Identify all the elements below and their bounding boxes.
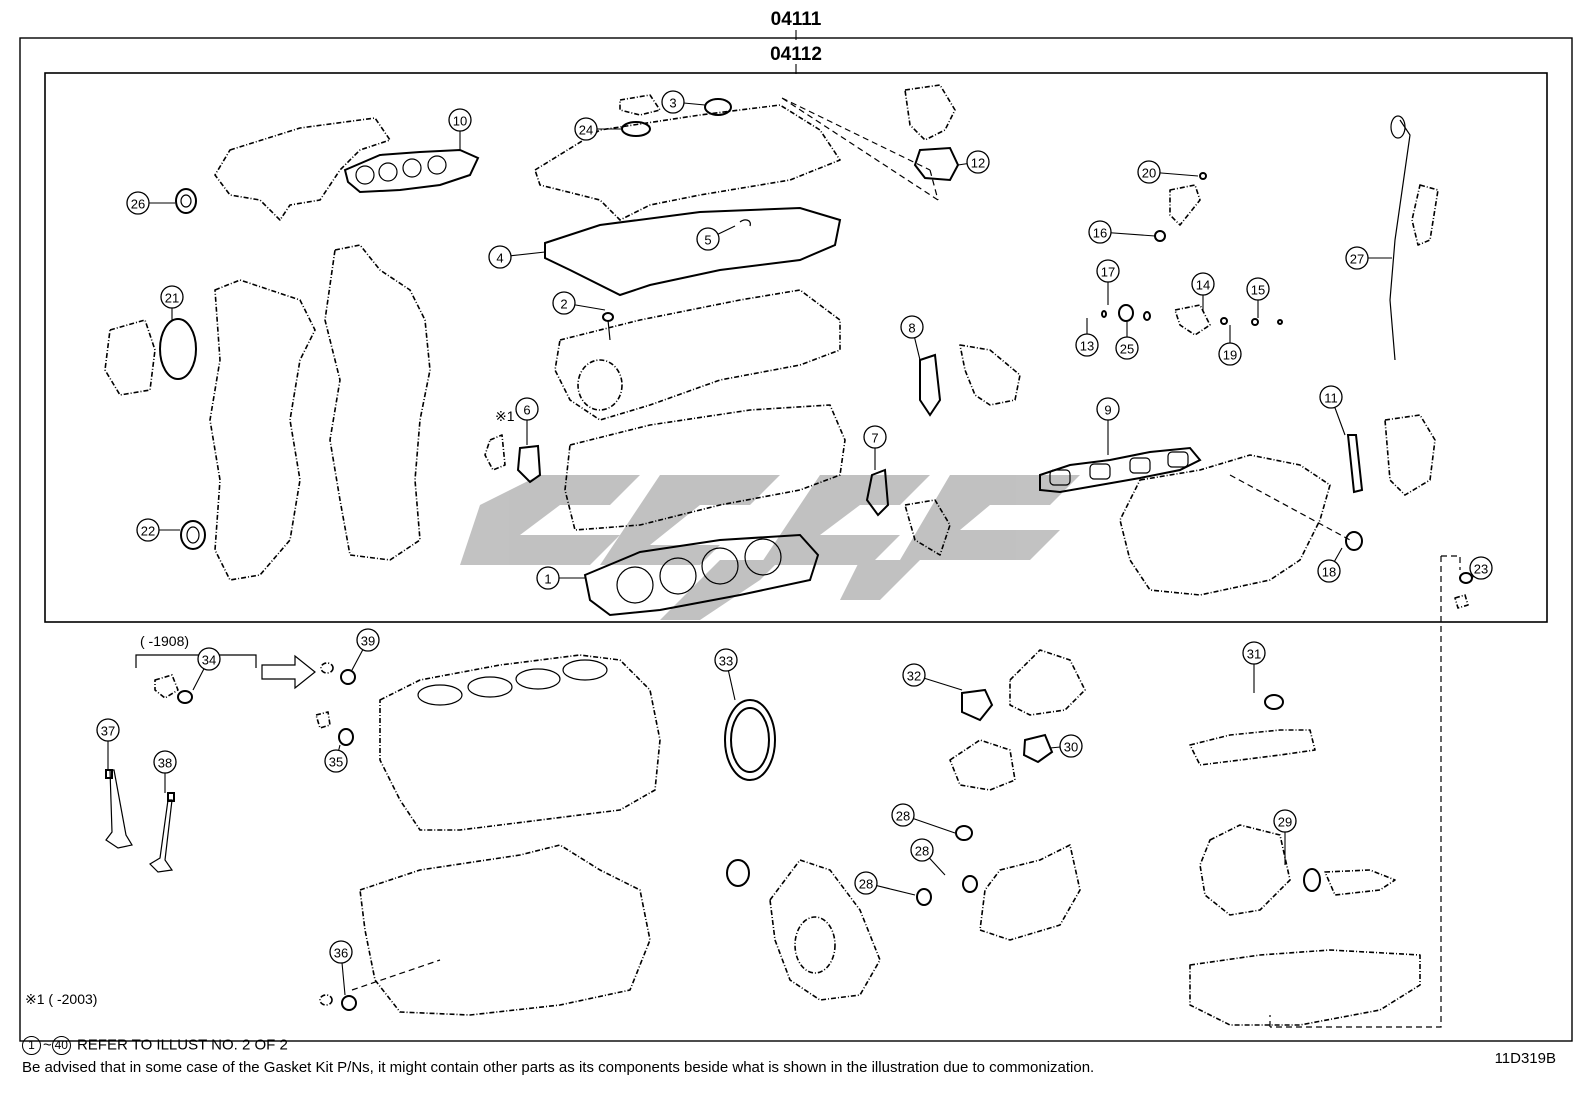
callout-label: 22 <box>141 524 155 539</box>
asterisk-marker: ※1 <box>495 408 515 424</box>
callout-label: 28 <box>896 809 910 824</box>
callout-label: 16 <box>1093 226 1107 241</box>
callout-label: 29 <box>1278 815 1292 830</box>
callout-label: 7 <box>871 431 878 446</box>
callout-label: 37 <box>101 724 115 739</box>
callout-label: 33 <box>719 654 733 669</box>
callout-25: 25 <box>1115 322 1139 360</box>
ref-end-callout: 40 <box>51 1036 71 1055</box>
callout-label: 8 <box>908 321 915 336</box>
callout-33: 33 <box>714 648 738 701</box>
callout-16: 16 <box>1088 220 1156 244</box>
diagram-code: 11D319B <box>1494 1050 1556 1067</box>
callout-28: 28 <box>854 871 916 896</box>
callout-35: 35 <box>324 744 348 773</box>
callout-label: 30 <box>1064 740 1078 755</box>
callout-label: 19 <box>1223 348 1237 363</box>
callout-31: 31 <box>1242 641 1266 693</box>
callout-30: 30 <box>1049 734 1083 758</box>
callout-28: 28 <box>910 838 946 876</box>
callout-17: 17 <box>1096 259 1120 305</box>
callout-label: 6 <box>523 403 530 418</box>
callout-7: 7 <box>863 425 887 470</box>
callout-label: 1 <box>544 572 551 587</box>
callout-label: 4 <box>496 251 503 266</box>
callout-label: 27 <box>1350 252 1364 267</box>
callout-9: 9 <box>1096 397 1120 455</box>
disclaimer-text: Be advised that in some case of the Gask… <box>22 1059 1095 1076</box>
callout-label: 23 <box>1474 562 1488 577</box>
callout-label: 20 <box>1142 166 1156 181</box>
callout-label: 39 <box>361 634 375 649</box>
callout-24: 24 <box>574 117 622 141</box>
callout-label: 18 <box>1322 565 1336 580</box>
callout-4: 4 <box>488 245 546 269</box>
callout-6: 6 <box>515 397 539 445</box>
callout-21: 21 <box>160 285 184 320</box>
callout-label: 13 <box>1080 339 1094 354</box>
callout-label: 5 <box>704 233 711 248</box>
callout-20: 20 <box>1137 160 1199 184</box>
callout-label: 10 <box>453 114 467 129</box>
callout-label: 24 <box>579 123 593 138</box>
callout-34: 34 <box>192 647 221 691</box>
callout-22: 22 <box>136 518 180 542</box>
bracket-range-label: ( -1908) <box>140 633 189 649</box>
callout-32: 32 <box>902 663 963 691</box>
callout-label: 2 <box>560 297 567 312</box>
ref-start-callout: 1 <box>22 1036 41 1055</box>
callout-label: 21 <box>165 291 179 306</box>
callout-label: 11 <box>1324 391 1338 406</box>
outer-frame <box>19 37 1573 1042</box>
callout-19: 19 <box>1218 325 1242 366</box>
part-number-04112: 04112 <box>770 44 822 65</box>
callout-label: 34 <box>202 653 216 668</box>
callout-10: 10 <box>448 108 472 150</box>
callout-label: 14 <box>1196 278 1210 293</box>
reference-note: 1~40 REFER TO ILLUST NO. 2 OF 2 <box>22 1036 288 1055</box>
callout-37: 37 <box>96 718 120 770</box>
callout-29: 29 <box>1273 809 1297 865</box>
callout-label: 35 <box>329 755 343 770</box>
callout-3: 3 <box>661 90 706 114</box>
callout-15: 15 <box>1246 277 1270 318</box>
callout-5: 5 <box>696 225 736 251</box>
callout-label: 31 <box>1247 647 1261 662</box>
callout-label: 25 <box>1120 342 1134 357</box>
callout-18: 18 <box>1317 547 1343 583</box>
callout-12: 12 <box>957 150 990 174</box>
callout-1: 1 <box>536 566 585 590</box>
callout-label: 3 <box>669 96 676 111</box>
callout-label: 28 <box>915 844 929 859</box>
callout-label: 15 <box>1251 283 1265 298</box>
callout-label: 32 <box>907 669 921 684</box>
callout-label: 12 <box>971 156 985 171</box>
callout-14: 14 <box>1191 272 1215 312</box>
callout-38: 38 <box>153 750 177 793</box>
callout-13: 13 <box>1075 318 1099 357</box>
callout-26: 26 <box>126 191 175 215</box>
callout-11: 11 <box>1319 385 1346 436</box>
part-number-04111: 04111 <box>771 9 822 30</box>
asterisk-note: ※1 ( -2003) <box>25 991 97 1007</box>
callout-label: 36 <box>334 946 348 961</box>
watermark-logo <box>460 475 1080 620</box>
callout-label: 9 <box>1104 403 1111 418</box>
inner-frame <box>44 72 1548 623</box>
callout-label: 17 <box>1101 265 1115 280</box>
callout-2: 2 <box>552 291 606 315</box>
callout-8: 8 <box>900 315 924 361</box>
callout-23: 23 <box>1469 556 1493 580</box>
callout-28: 28 <box>891 803 956 834</box>
callout-label: 28 <box>859 877 873 892</box>
callout-label: 26 <box>131 197 145 212</box>
callout-39: 39 <box>351 628 380 671</box>
callout-label: 38 <box>158 756 172 771</box>
ref-tilde: ~ <box>43 1036 52 1054</box>
callout-27: 27 <box>1345 246 1392 270</box>
callout-36: 36 <box>329 940 353 996</box>
ref-text: REFER TO ILLUST NO. 2 OF 2 <box>76 1036 288 1054</box>
